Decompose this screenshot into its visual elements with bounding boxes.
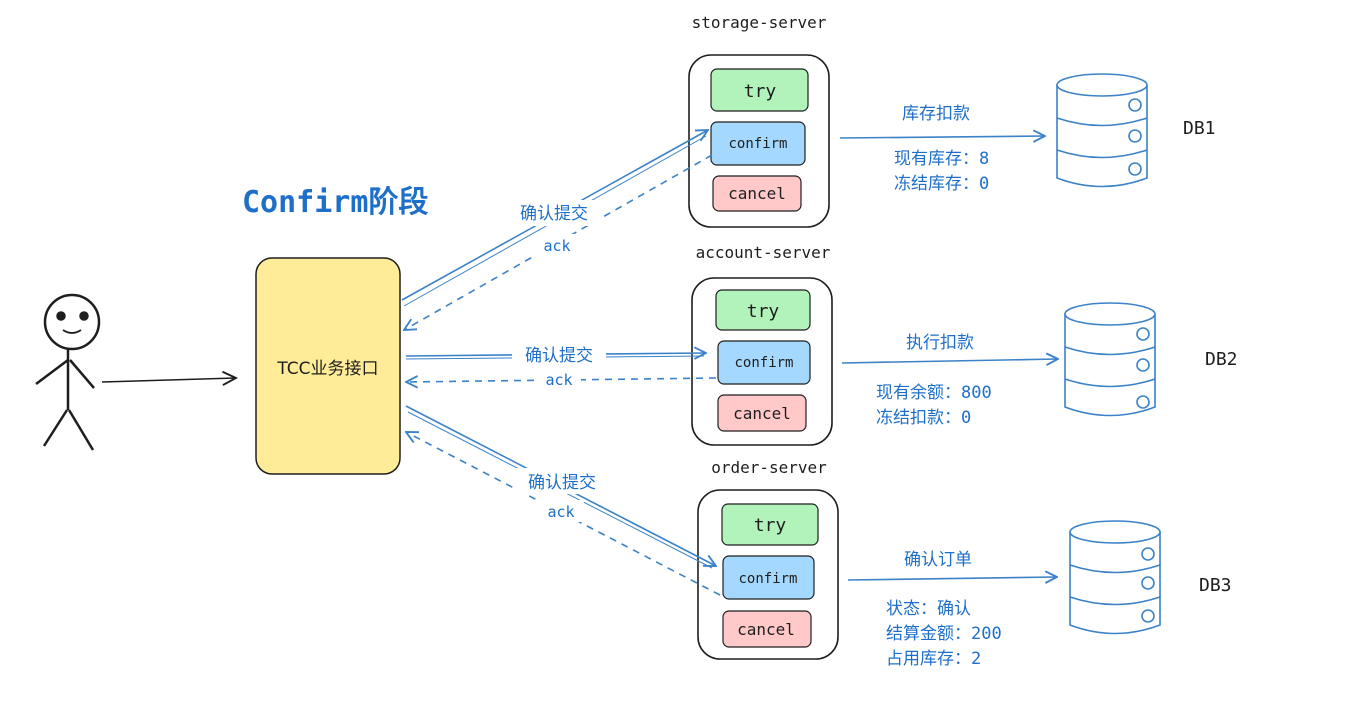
order-db-arrow — [847, 577, 1057, 580]
order-request-label: 确认提交 — [528, 473, 596, 493]
order-try-button[interactable] — [721, 503, 819, 546]
account-stat-1: 现有余额：800 — [876, 383, 992, 403]
order-stat-2: 结算金额：200 — [886, 624, 1002, 644]
tcc-business-interface-box[interactable] — [255, 257, 401, 475]
account-db-arrow — [841, 359, 1058, 363]
account-action-label: 执行扣款 — [906, 333, 974, 353]
storage-stat-1: 现有库存：8 — [894, 149, 989, 169]
storage-request-label: 确认提交 — [520, 204, 588, 224]
db1-label: DB1 — [1183, 118, 1216, 139]
account-try-button[interactable] — [715, 289, 811, 331]
storage-action-label: 库存扣款 — [902, 104, 970, 124]
order-ack-label: ack — [547, 503, 574, 521]
account-confirm-button[interactable] — [717, 340, 811, 385]
order-cancel-label: cancel — [737, 620, 795, 639]
user-to-tcc-arrow — [101, 378, 236, 382]
user-stick-figure — [35, 293, 101, 451]
storage-cancel-button[interactable] — [712, 175, 802, 212]
ack-arrow-order — [406, 432, 721, 596]
storage-try-button[interactable] — [710, 68, 809, 112]
diagram-title: Confirm阶段 — [242, 185, 428, 220]
order-try-label: try — [754, 515, 787, 536]
storage-confirm-label: confirm — [728, 136, 787, 152]
tcc-label: TCC业务接口 — [276, 359, 378, 379]
order-action-label: 确认订单 — [904, 550, 972, 570]
storage-try-label: try — [744, 81, 777, 102]
account-stat-2: 冻结扣款：0 — [876, 408, 971, 428]
account-request-label: 确认提交 — [525, 346, 593, 366]
account-cancel-label: cancel — [733, 404, 791, 423]
order-confirm-button[interactable] — [722, 555, 815, 600]
database-icon — [1064, 302, 1156, 417]
storage-cancel-label: cancel — [728, 184, 786, 203]
storage-stat-2: 冻结库存：0 — [894, 174, 989, 194]
storage-server-title: storage-server — [692, 13, 827, 32]
account-server-title: account-server — [696, 243, 831, 262]
db2-label: DB2 — [1205, 349, 1238, 370]
storage-db-arrow — [839, 136, 1045, 138]
order-stat-1: 状态：确认 — [886, 599, 971, 619]
order-server-title: order-server — [711, 458, 827, 477]
storage-ack-label: ack — [543, 237, 570, 255]
db3-label: DB3 — [1199, 575, 1232, 596]
database-icon — [1056, 73, 1148, 188]
account-cancel-button[interactable] — [717, 394, 807, 432]
order-stat-3: 占用库存：2 — [886, 649, 981, 669]
storage-confirm-button[interactable] — [710, 121, 806, 166]
order-confirm-label: confirm — [738, 571, 797, 587]
database-icon — [1069, 520, 1161, 635]
order-cancel-button[interactable] — [722, 610, 812, 648]
account-ack-label: ack — [545, 371, 572, 389]
account-try-label: try — [747, 301, 780, 322]
account-confirm-label: confirm — [734, 355, 793, 371]
